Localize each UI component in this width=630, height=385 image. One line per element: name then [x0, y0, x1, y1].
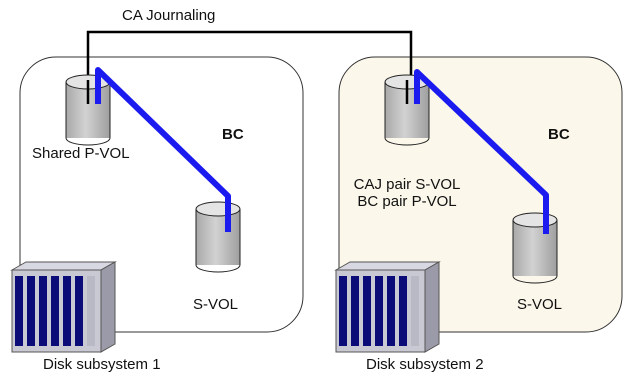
svol-label-1: S-VOL — [193, 296, 239, 313]
caj-svol-label: CAJ pair S-VOL — [353, 176, 461, 193]
bc-pair-line-1 — [95, 67, 231, 232]
ca-journaling-label: CA Journaling — [122, 7, 216, 24]
ca-journaling-link — [86, 30, 413, 105]
disk-subsystem-2-rack-icon — [334, 261, 441, 353]
bc-label-2: BC — [548, 126, 570, 143]
svol-cylinder-1 — [195, 201, 241, 273]
disk-subsystem-1-label: Disk subsystem 1 — [43, 356, 161, 373]
disk-subsystem-1-rack-icon — [10, 261, 117, 353]
svol-cylinder-2 — [512, 212, 558, 284]
bc-label-1: BC — [222, 126, 244, 143]
svol-label-2: S-VOL — [517, 296, 563, 313]
disk-subsystem-2-label: Disk subsystem 2 — [366, 356, 484, 373]
bc-pair-line-2 — [414, 69, 549, 234]
bc-pvol-label: BC pair P-VOL — [357, 193, 457, 210]
shared-pvol-label: Shared P-VOL — [32, 145, 130, 162]
